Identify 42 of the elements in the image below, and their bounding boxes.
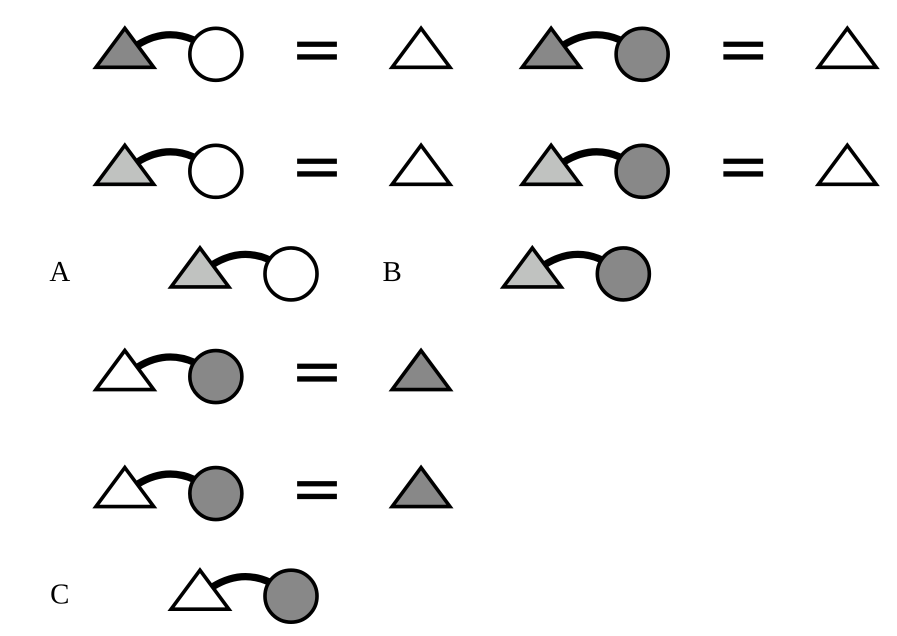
label: A bbox=[49, 256, 70, 288]
node-triangle bbox=[500, 244, 565, 289]
label: = bbox=[716, 11, 770, 86]
node-triangle bbox=[518, 25, 584, 70]
label: B bbox=[382, 256, 402, 288]
node-circle bbox=[614, 26, 670, 82]
label: = bbox=[716, 128, 770, 203]
node-triangle bbox=[388, 142, 454, 186]
node-circle bbox=[188, 348, 244, 404]
label: = bbox=[290, 11, 344, 86]
connector bbox=[210, 250, 270, 268]
connector bbox=[136, 470, 196, 488]
connector bbox=[210, 573, 270, 590]
node-triangle bbox=[518, 142, 584, 186]
label: = bbox=[290, 334, 344, 408]
node-triangle bbox=[92, 464, 158, 508]
node-triangle bbox=[92, 347, 158, 392]
node-circle bbox=[188, 466, 244, 522]
label: = bbox=[290, 128, 344, 203]
node-triangle bbox=[92, 25, 158, 70]
node-circle bbox=[263, 568, 319, 624]
connector bbox=[562, 31, 622, 48]
node-circle bbox=[596, 246, 652, 302]
node-circle bbox=[188, 144, 244, 200]
node-triangle bbox=[814, 25, 880, 70]
node-triangle bbox=[388, 25, 454, 70]
label: C bbox=[50, 578, 70, 610]
node-triangle bbox=[92, 142, 158, 186]
connector bbox=[136, 31, 196, 48]
connector bbox=[136, 148, 196, 166]
node-circle bbox=[263, 246, 319, 302]
connector bbox=[543, 250, 603, 268]
label: = bbox=[290, 450, 344, 525]
connector bbox=[562, 148, 622, 166]
node-triangle bbox=[167, 567, 232, 611]
node-triangle bbox=[388, 464, 454, 508]
connector bbox=[136, 353, 196, 370]
node-circle bbox=[188, 26, 244, 82]
node-triangle bbox=[167, 244, 232, 289]
node-triangle bbox=[388, 347, 454, 392]
node-triangle bbox=[814, 142, 880, 186]
node-circle bbox=[614, 144, 670, 200]
